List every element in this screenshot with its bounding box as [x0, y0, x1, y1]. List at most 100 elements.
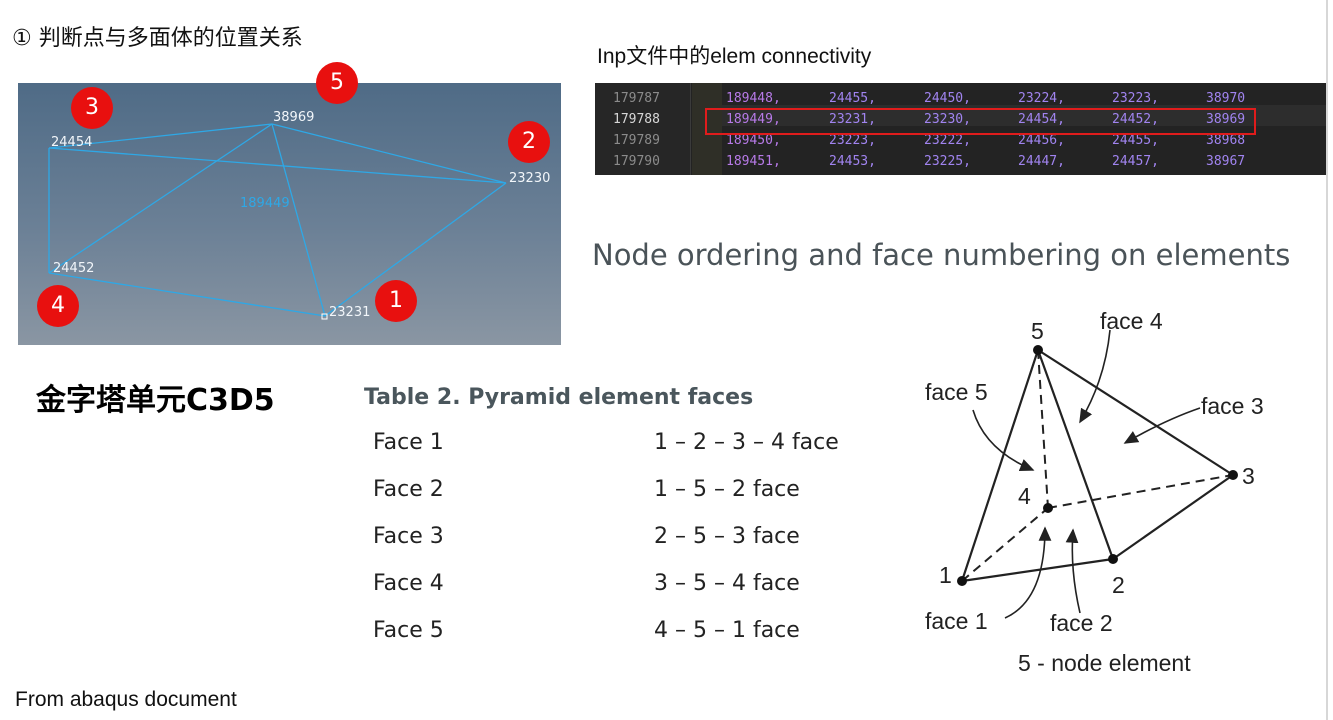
- edge: [48, 123, 273, 149]
- code-cell: 38969: [1206, 112, 1246, 127]
- table-row: Face 1 1 – 2 – 3 – 4 face: [373, 430, 893, 460]
- code-cell: 24456,: [1018, 133, 1065, 148]
- face-name: Face 1: [373, 430, 444, 455]
- current-line-highlight: [722, 105, 1326, 126]
- face5-arrow: [972, 409, 1035, 471]
- line-gutter: [595, 83, 691, 175]
- badge-5: 5: [316, 62, 358, 104]
- edge: [324, 182, 507, 317]
- mesh-viewport[interactable]: 38969 24454 23230 24452 23231 189449 1 2…: [18, 83, 561, 345]
- code-cell: 23222,: [924, 133, 971, 148]
- hidden-edge: [961, 507, 1049, 582]
- node-label-3: 3: [1242, 463, 1255, 489]
- node-label-5: 5: [1031, 318, 1044, 344]
- code-cell: 24453,: [829, 154, 876, 169]
- node-label-38969: 38969: [273, 110, 315, 125]
- line-number: 179789: [613, 133, 660, 148]
- code-cell: 23230,: [924, 112, 971, 127]
- pyramid-diagram: 5 1 2 3 4 face 4 face 3 face 5 face 1 fa…: [905, 300, 1285, 690]
- node-dot-2: [1108, 554, 1118, 564]
- node-dot-3: [1228, 470, 1238, 480]
- badge-3: 3: [71, 87, 113, 129]
- code-cell: 24452,: [1112, 112, 1159, 127]
- diagram-caption: 5 - node element: [1018, 650, 1191, 676]
- selected-node-marker: [321, 313, 328, 320]
- code-cell: 24454,: [1018, 112, 1065, 127]
- edge: [48, 147, 507, 184]
- face2-arrow: [1065, 528, 1081, 614]
- edge: [960, 349, 1040, 582]
- pyramid-drawing: [957, 329, 1238, 619]
- line-number: 179790: [613, 154, 660, 169]
- hidden-edge: [1047, 474, 1234, 509]
- badge-2: 2: [508, 121, 550, 163]
- highlight-box: [705, 108, 1256, 135]
- face-name: Face 3: [373, 524, 444, 549]
- face-nodes: 3 – 5 – 4 face: [654, 571, 800, 596]
- face3-label: face 3: [1201, 393, 1264, 419]
- code-cell: 189451,: [726, 154, 781, 169]
- code-row[interactable]: 179790 189451, 24453, 23225, 24447, 2445…: [595, 154, 1326, 175]
- node-dot-1: [957, 576, 967, 586]
- code-cell: 38968: [1206, 133, 1246, 148]
- code-cell: 189450,: [726, 133, 781, 148]
- inp-caption: Inp文件中的elem connectivity: [597, 45, 872, 68]
- node-label-24452: 24452: [53, 261, 95, 276]
- code-row-selected[interactable]: 179788 189449, 23231, 23230, 24454, 2445…: [595, 112, 1326, 133]
- code-cell: 38967: [1206, 154, 1246, 169]
- edge: [961, 557, 1114, 583]
- code-row[interactable]: 179787 189448, 24455, 24450, 23224, 2322…: [595, 91, 1326, 112]
- badge-1: 1: [375, 280, 417, 322]
- hidden-edge: [1037, 349, 1049, 509]
- code-cell: 24447,: [1018, 154, 1065, 169]
- code-cell: 38970: [1206, 91, 1246, 106]
- line-number: 179788: [613, 112, 660, 127]
- node-label-2: 2: [1112, 572, 1125, 598]
- table-row: Face 2 1 – 5 – 2 face: [373, 477, 893, 507]
- face1-label: face 1: [925, 608, 988, 634]
- table-row: Face 4 3 – 5 – 4 face: [373, 571, 893, 601]
- code-cell: 23224,: [1018, 91, 1065, 106]
- table-row: Face 3 2 – 5 – 3 face: [373, 524, 893, 554]
- face-name: Face 2: [373, 477, 444, 502]
- face-name: Face 4: [373, 571, 444, 596]
- node-ordering-heading: Node ordering and face numbering on elem…: [592, 238, 1291, 272]
- table-row: Face 5 4 – 5 – 1 face: [373, 618, 893, 648]
- code-cell: 23231,: [829, 112, 876, 127]
- node-label-4: 4: [1018, 483, 1031, 509]
- code-cell: 189448,: [726, 91, 781, 106]
- edge: [271, 123, 326, 317]
- code-cell: 24457,: [1112, 154, 1159, 169]
- code-cell: 23223,: [829, 133, 876, 148]
- code-cell: 24455,: [829, 91, 876, 106]
- section-heading: ① 判断点与多面体的位置关系: [12, 26, 303, 51]
- face-nodes: 1 – 5 – 2 face: [654, 477, 800, 502]
- edge: [48, 272, 326, 317]
- code-cell: 23225,: [924, 154, 971, 169]
- face4-arrow: [1079, 329, 1111, 424]
- scrollbar-track[interactable]: [1326, 0, 1328, 720]
- code-cell: 24450,: [924, 91, 971, 106]
- node-dot-5: [1033, 345, 1043, 355]
- code-row[interactable]: 179789 189450, 23223, 23222, 24456, 2445…: [595, 133, 1326, 154]
- code-cell: 24455,: [1112, 133, 1159, 148]
- edge: [1037, 349, 1234, 476]
- face-nodes: 1 – 2 – 3 – 4 face: [654, 430, 839, 455]
- face-nodes: 4 – 5 – 1 face: [654, 618, 800, 643]
- line-number: 179787: [613, 91, 660, 106]
- node-label-1: 1: [939, 562, 952, 588]
- node-label-23231: 23231: [329, 305, 371, 320]
- code-cell: 23223,: [1112, 91, 1159, 106]
- pyramid-wireframe: [48, 123, 507, 320]
- table-title: Table 2. Pyramid element faces: [364, 385, 754, 410]
- fold-column: [692, 83, 722, 175]
- face3-arrow: [1123, 407, 1201, 444]
- edge: [1112, 474, 1234, 560]
- edge: [48, 123, 273, 274]
- node-label-24454: 24454: [51, 135, 93, 150]
- code-editor[interactable]: 179787 189448, 24455, 24450, 23224, 2322…: [595, 83, 1326, 175]
- element-label: 189449: [240, 196, 290, 211]
- face4-label: face 4: [1100, 308, 1163, 334]
- face-nodes: 2 – 5 – 3 face: [654, 524, 800, 549]
- face1-arrow: [1004, 526, 1052, 619]
